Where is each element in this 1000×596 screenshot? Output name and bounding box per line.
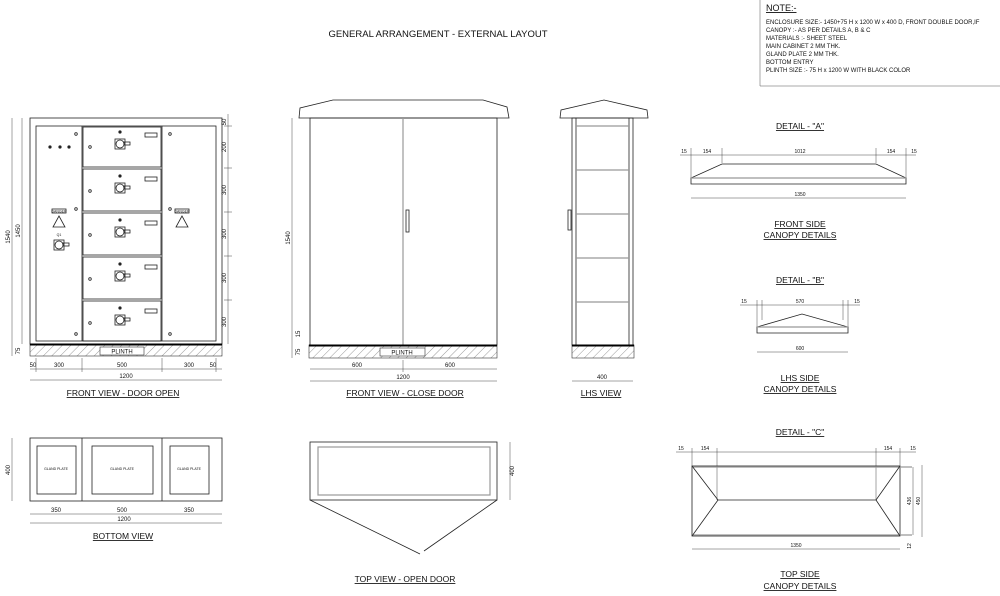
detail-c-title: DETAIL - "C" — [776, 427, 825, 437]
dim-right: 300 — [222, 228, 228, 239]
notes-heading: NOTE:- — [766, 3, 797, 13]
dim-1540: 1540 — [6, 230, 12, 244]
danger-label: DANGER — [175, 209, 190, 213]
dim: 570 — [796, 299, 805, 305]
dim-right: 200 — [222, 141, 228, 152]
dim-bottom: 500 — [117, 508, 128, 514]
dim-15: 15 — [296, 330, 302, 337]
dim-75: 75 — [296, 348, 302, 355]
dim-width: 1350 — [790, 543, 801, 549]
dim-right: 50 — [222, 118, 228, 125]
dim: 15 — [910, 446, 916, 452]
dim: 154 — [701, 446, 710, 452]
note-line: CANOPY :- AS PER DETAILS A, B & C — [766, 28, 871, 34]
dim: 154 — [887, 149, 896, 155]
caption-bottom: BOTTOM VIEW — [93, 531, 153, 541]
dim-bottom: 350 — [184, 508, 195, 514]
dim: 154 — [884, 446, 893, 452]
top-view-open-door: 400 TOP VIEW - OPEN DOOR — [309, 441, 516, 584]
gland-plate-label: GLAND PLATE — [44, 467, 69, 471]
dim: 15 — [911, 149, 917, 155]
plinth-label: PLINTH — [391, 351, 412, 357]
dim-1540: 1540 — [286, 231, 292, 245]
warning-icon — [175, 215, 189, 228]
detail-c: DETAIL - "C" 15 154 154 15 436 450 12 13… — [676, 427, 923, 591]
dim: 154 — [703, 149, 712, 155]
dim-bottom: 500 — [117, 363, 128, 369]
caption-top: TOP VIEW - OPEN DOOR — [355, 574, 456, 584]
canopy — [298, 99, 510, 119]
drawing-title: GENERAL ARRANGEMENT - EXTERNAL LAYOUT — [328, 29, 547, 40]
detail-a-caption: CANOPY DETAILS — [764, 230, 837, 240]
detail-c-caption: TOP SIDE — [780, 569, 820, 579]
dim-436: 436 — [907, 497, 913, 506]
caption-front-closed: FRONT VIEW - CLOSE DOOR — [346, 388, 463, 398]
note-line: BOTTOM ENTRY — [766, 60, 813, 66]
detail-b-caption: LHS SIDE — [781, 373, 820, 383]
note-line: MATERIALS :- SHEET STEEL — [766, 36, 848, 42]
dim-1450: 1450 — [16, 224, 22, 238]
gland-plate-label: GLAND PLATE — [177, 467, 202, 471]
warning-icon — [52, 215, 66, 228]
dim-12: 12 — [907, 543, 913, 549]
dim-bottom: 50 — [210, 363, 217, 369]
dim: 15 — [741, 299, 747, 305]
note-line: MAIN CABINET 2 MM THK. — [766, 44, 841, 50]
door-handle — [405, 209, 410, 233]
dim: 1012 — [794, 149, 805, 155]
dim: 15 — [678, 446, 684, 452]
dim-depth: 400 — [597, 375, 608, 381]
door-handle — [567, 209, 572, 231]
detail-b-title: DETAIL - "B" — [776, 275, 824, 285]
dim-right: 300 — [222, 272, 228, 283]
bottom-view: GLAND PLATE GLAND PLATE GLAND PLATE 400 … — [6, 437, 223, 541]
gland-plate-label: GLAND PLATE — [110, 467, 135, 471]
caption-lhs: LHS VIEW — [581, 388, 622, 398]
notes-box: NOTE:- ENCLOSURE SIZE:- 1450+75 H x 1200… — [759, 0, 1000, 87]
dim-bottom: 600 — [352, 363, 363, 369]
dim-bottom: 350 — [51, 508, 62, 514]
dim: 15 — [854, 299, 860, 305]
dim-width: 1200 — [396, 375, 410, 381]
dim-width: 600 — [796, 346, 805, 352]
dim-450: 450 — [916, 497, 922, 506]
detail-a-caption: FRONT SIDE — [774, 219, 826, 229]
dim-bottom: 600 — [445, 363, 456, 369]
dim-75: 75 — [16, 347, 22, 354]
dim: 15 — [681, 149, 687, 155]
detail-b-caption: CANOPY DETAILS — [764, 384, 837, 394]
dim-bottom: 300 — [184, 363, 195, 369]
front-view-close-door: PLINTH 1540 15 75 600 600 1200 FRONT VIE… — [286, 99, 510, 398]
plinth — [571, 344, 635, 359]
dim-width: 1350 — [794, 192, 805, 198]
dim-width: 1200 — [117, 517, 131, 523]
dim-bottom: 300 — [54, 363, 65, 369]
lhs-view: 400 LHS VIEW — [559, 99, 649, 398]
front-view-door-open: Q1 DANGER DANGER PLINTH 1540 1450 75 50 … — [6, 114, 232, 398]
plinth-label: PLINTH — [111, 350, 132, 356]
canopy — [559, 99, 649, 119]
detail-a: DETAIL - "A" 15 154 1012 154 15 1350 FRO… — [680, 121, 917, 240]
main-switch-label: Q1 — [57, 233, 62, 237]
dim-width: 1200 — [119, 374, 133, 380]
caption-front-open: FRONT VIEW - DOOR OPEN — [67, 388, 180, 398]
dim-bottom: 50 — [30, 363, 37, 369]
danger-label: DANGER — [52, 209, 67, 213]
note-line: GLAND PLATE 2 MM THK. — [766, 52, 839, 58]
detail-b: DETAIL - "B" 15 570 15 600 LHS SIDE CANO… — [740, 275, 860, 394]
detail-c-caption: CANOPY DETAILS — [764, 581, 837, 591]
dim-depth: 400 — [510, 465, 516, 476]
note-line: PLINTH SIZE :- 75 H x 1200 W WITH BLACK … — [766, 68, 911, 74]
breaker-switch-icons — [53, 130, 158, 326]
dim-right: 300 — [222, 316, 228, 327]
note-line: ENCLOSURE SIZE:- 1450+75 H x 1200 W x 40… — [766, 20, 980, 26]
dim-depth: 400 — [6, 464, 12, 475]
detail-a-title: DETAIL - "A" — [776, 121, 824, 131]
dim-right: 300 — [222, 184, 228, 195]
